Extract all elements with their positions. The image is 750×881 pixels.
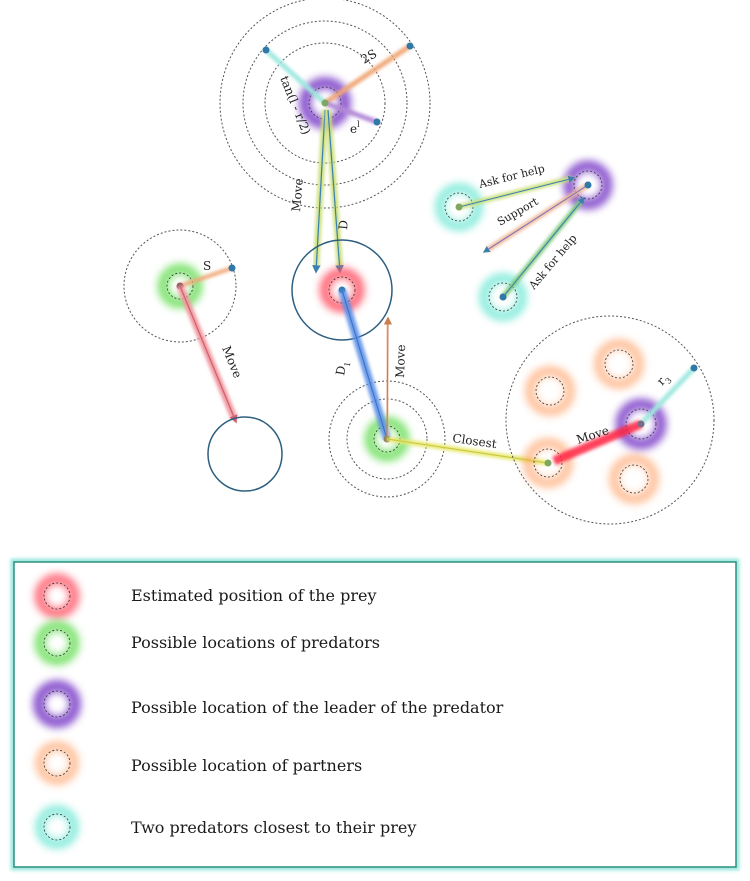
center-dot xyxy=(499,293,507,301)
legend-label-leader: Possible location of the leader of the p… xyxy=(131,698,504,717)
move-mid-label: Move xyxy=(393,344,408,378)
point-dot xyxy=(373,118,381,126)
predator-icon-ring xyxy=(43,629,71,657)
help-leader-marker xyxy=(563,160,613,210)
center-dot xyxy=(544,459,552,467)
partner-marker xyxy=(594,339,644,389)
leader-icon xyxy=(33,680,81,728)
legend-label-partners: Possible location of partners xyxy=(131,756,362,775)
e-label: el xyxy=(350,120,360,136)
point-dot xyxy=(690,364,698,372)
point-dot xyxy=(228,264,236,272)
left-outer-ring xyxy=(123,229,237,343)
ask1-arrow xyxy=(458,175,576,208)
right-leader-marker xyxy=(615,398,667,450)
legend-item-prey: Estimated position of the prey xyxy=(34,573,376,619)
move-arrow-left: Move xyxy=(176,284,245,424)
outer-ring xyxy=(219,0,431,209)
d1-label: D1 xyxy=(333,360,352,377)
move-arrow-mid: Move xyxy=(383,316,408,440)
d1-arrow: D1 xyxy=(333,288,391,441)
e-segment xyxy=(324,100,378,125)
partner-icon xyxy=(35,741,79,785)
prey-icon-ring xyxy=(43,582,71,610)
left-predator-glow xyxy=(157,263,203,309)
legend-item-closest: Two predators closest to their prey xyxy=(35,805,416,849)
closest-label: Closest xyxy=(452,431,498,451)
legend-box xyxy=(13,561,737,868)
move-arrow-top: Move xyxy=(289,109,328,274)
d-label: D xyxy=(336,219,351,230)
center-dot xyxy=(321,99,329,107)
prey-range-circle xyxy=(291,239,393,341)
r3-label: r3 xyxy=(654,371,674,390)
prey-glow xyxy=(319,267,365,313)
legend-item-partners: Possible location of partners xyxy=(35,741,362,785)
legend-item-predators: Possible locations of predators xyxy=(34,620,380,666)
partner-cluster: r3 Move xyxy=(505,315,715,525)
move-top-label: Move xyxy=(289,178,306,212)
left-target-circle xyxy=(207,416,283,492)
s-label: S xyxy=(203,259,211,273)
tan-segment xyxy=(264,48,327,105)
legend-label-prey: Estimated position of the prey xyxy=(131,586,376,605)
legend-label-closest: Two predators closest to their prey xyxy=(131,818,416,837)
ask2-arrow xyxy=(502,196,585,298)
closest-predator-icon-ring xyxy=(43,813,71,841)
d-arrow: D xyxy=(325,109,351,274)
legend-label-predators: Possible locations of predators xyxy=(131,633,380,652)
two-s-label: 2S xyxy=(359,47,380,67)
partner-outer-ring xyxy=(505,315,715,525)
two-s-segment xyxy=(323,43,412,106)
move-right-segment xyxy=(552,419,643,466)
leader-cluster-top: tan(l - r/2) 2S el xyxy=(219,0,431,209)
closest-predator-marker xyxy=(435,183,483,231)
partner-marker xyxy=(609,454,659,504)
inner-ring xyxy=(264,42,386,164)
partner-icon-ring xyxy=(43,749,71,777)
leader-icon-ring xyxy=(43,690,71,718)
center-dot xyxy=(584,181,592,189)
help-group: Ask for help Support Ask for help xyxy=(435,160,613,321)
left-predator-ring xyxy=(166,272,194,300)
support-arrow xyxy=(482,184,589,253)
support-label: Support xyxy=(495,195,541,229)
closest-line: Closest xyxy=(386,431,549,466)
legend-item-leader: Possible location of the leader of the p… xyxy=(33,680,504,728)
partner-marker xyxy=(525,366,575,416)
center-dot xyxy=(637,420,645,428)
point-dot xyxy=(262,46,270,54)
prey-icon xyxy=(34,573,80,619)
center-dot xyxy=(455,203,463,211)
move-left-label: Move xyxy=(219,344,244,380)
middle-ring xyxy=(242,20,408,186)
legend: Estimated position of the prey Possible … xyxy=(10,558,740,871)
closest-predator-marker xyxy=(479,273,527,321)
closest-predator-icon xyxy=(35,805,79,849)
partner-marker xyxy=(523,438,573,488)
predator-icon xyxy=(34,620,80,666)
r3-segment xyxy=(639,366,696,426)
s-segment xyxy=(179,266,233,288)
point-dot xyxy=(406,42,414,50)
